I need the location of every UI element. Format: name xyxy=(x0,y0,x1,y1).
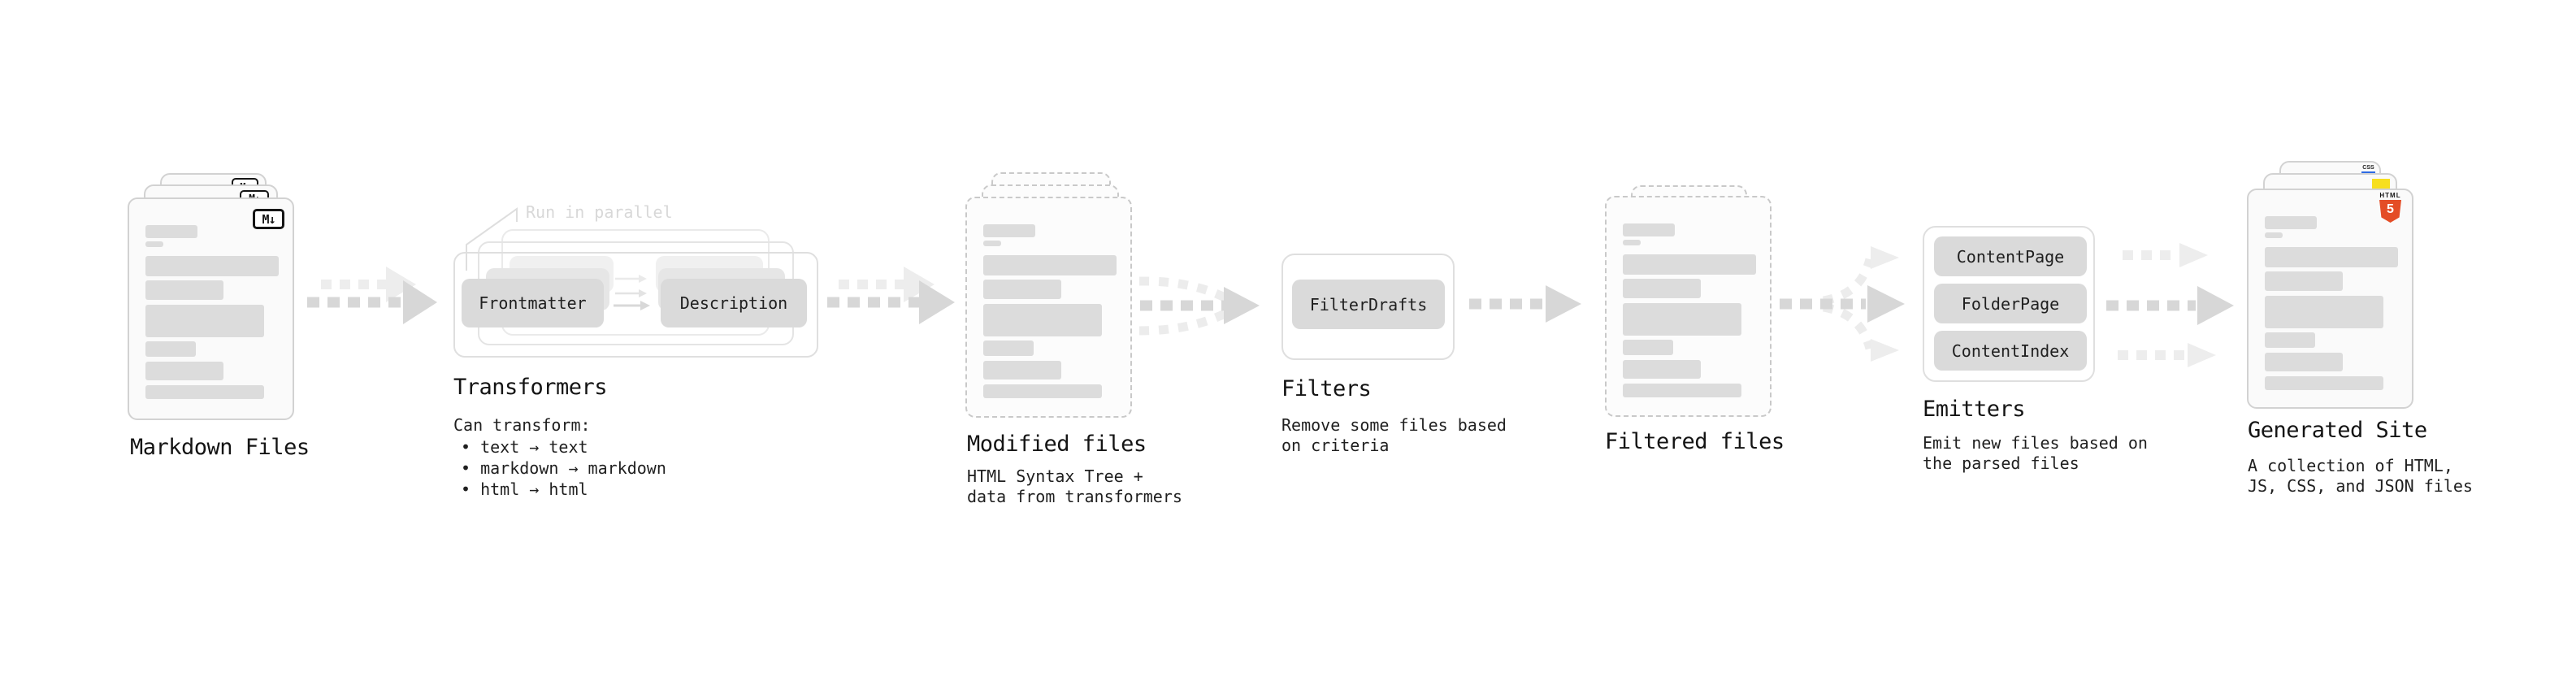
text-line-placeholder xyxy=(145,280,223,300)
document-content-placeholder xyxy=(2249,190,2412,407)
text-line-placeholder xyxy=(145,241,163,247)
text-line-placeholder xyxy=(145,256,279,276)
text-line-placeholder xyxy=(145,341,196,357)
text-line-placeholder xyxy=(2265,376,2383,390)
text-line-placeholder xyxy=(2265,296,2383,328)
modified-files-description: HTML Syntax Tree + data from transformer… xyxy=(967,466,1182,506)
transformers-capabilities-list: • text → text • markdown → markdown • ht… xyxy=(461,437,666,499)
text-line-placeholder xyxy=(1623,360,1701,379)
text-line-placeholder xyxy=(145,225,197,238)
stage-label-modified-files: Modified files xyxy=(967,432,1147,457)
text-line-placeholder xyxy=(2265,247,2398,267)
transformer-box xyxy=(453,252,818,358)
stage-label-filtered-files: Filtered files xyxy=(1605,429,1785,454)
stage-label-filters: Filters xyxy=(1281,376,1372,401)
text-line-placeholder xyxy=(1623,240,1641,245)
filtered-file-card xyxy=(1605,196,1772,417)
arrow-emitters-to-generated xyxy=(2106,243,2234,367)
text-line-placeholder xyxy=(1623,279,1701,298)
text-line-placeholder xyxy=(145,305,264,337)
text-line-placeholder xyxy=(145,385,264,399)
stage-label-emitters: Emitters xyxy=(1923,397,2026,422)
css-icon-underline xyxy=(2361,171,2375,174)
emitter-node-contentpage: ContentPage xyxy=(1934,236,2087,276)
text-line-placeholder xyxy=(983,255,1117,275)
run-in-parallel-annotation: Run in parallel xyxy=(526,202,673,222)
arrow-filters-to-filtered xyxy=(1469,285,1581,323)
arrow-markdown-to-transformers xyxy=(307,267,437,324)
emitters-description: Emit new files based on the parsed files xyxy=(1923,433,2148,473)
text-line-placeholder xyxy=(1623,384,1741,397)
modified-file-card xyxy=(965,197,1132,418)
text-line-placeholder xyxy=(983,361,1061,380)
text-line-placeholder xyxy=(1623,254,1756,275)
text-line-placeholder xyxy=(2265,332,2315,348)
text-line-placeholder xyxy=(1623,303,1741,336)
text-line-placeholder xyxy=(983,241,1001,246)
text-line-placeholder xyxy=(1623,223,1675,236)
generated-file-card: HTML 5 xyxy=(2247,189,2413,409)
text-line-placeholder xyxy=(2265,353,2343,371)
markdown-file-card: M↓ xyxy=(128,197,294,420)
stage-label-markdown-files: Markdown Files xyxy=(130,435,310,460)
emitter-node-contentindex: ContentIndex xyxy=(1934,331,2087,371)
html5-icon-word: HTML xyxy=(2379,192,2401,199)
transformer-node-description: Description xyxy=(661,279,807,327)
css-icon-label: CSS xyxy=(2362,165,2374,171)
transformer-node-frontmatter: Frontmatter xyxy=(462,279,604,327)
css-icon: CSS xyxy=(2361,165,2375,174)
text-line-placeholder xyxy=(983,304,1102,336)
html5-icon: HTML 5 xyxy=(2379,193,2401,223)
text-line-placeholder xyxy=(2265,232,2283,238)
arrow-modified-to-filters xyxy=(1138,276,1260,336)
document-content-placeholder xyxy=(1607,197,1770,415)
markdown-icon: M↓ xyxy=(253,209,284,229)
transformers-description-heading: Can transform: xyxy=(453,415,591,435)
stage-label-generated-site: Generated Site xyxy=(2248,418,2427,443)
text-line-placeholder xyxy=(983,384,1102,398)
text-line-placeholder xyxy=(2265,271,2343,291)
transformer-pill-arrows xyxy=(614,275,650,310)
text-line-placeholder xyxy=(145,362,223,380)
document-content-placeholder xyxy=(967,198,1130,416)
stage-label-transformers: Transformers xyxy=(453,375,608,400)
javascript-icon xyxy=(2372,179,2390,189)
run-in-parallel-callout-line xyxy=(466,207,518,271)
filter-node-filterdrafts: FilterDrafts xyxy=(1292,280,1445,329)
arrow-filtered-to-emitters xyxy=(1780,246,1905,362)
text-line-placeholder xyxy=(983,224,1035,237)
text-line-placeholder xyxy=(2265,216,2317,229)
text-line-placeholder xyxy=(983,340,1034,356)
text-line-placeholder xyxy=(983,280,1061,299)
filters-description: Remove some files based on criteria xyxy=(1281,415,1507,455)
arrow-transformers-to-modified xyxy=(827,267,955,324)
text-line-placeholder xyxy=(1623,340,1673,355)
document-content-placeholder xyxy=(129,199,293,419)
emitter-node-folderpage: FolderPage xyxy=(1934,284,2087,323)
generated-site-description: A collection of HTML, JS, CSS, and JSON … xyxy=(2248,456,2473,496)
